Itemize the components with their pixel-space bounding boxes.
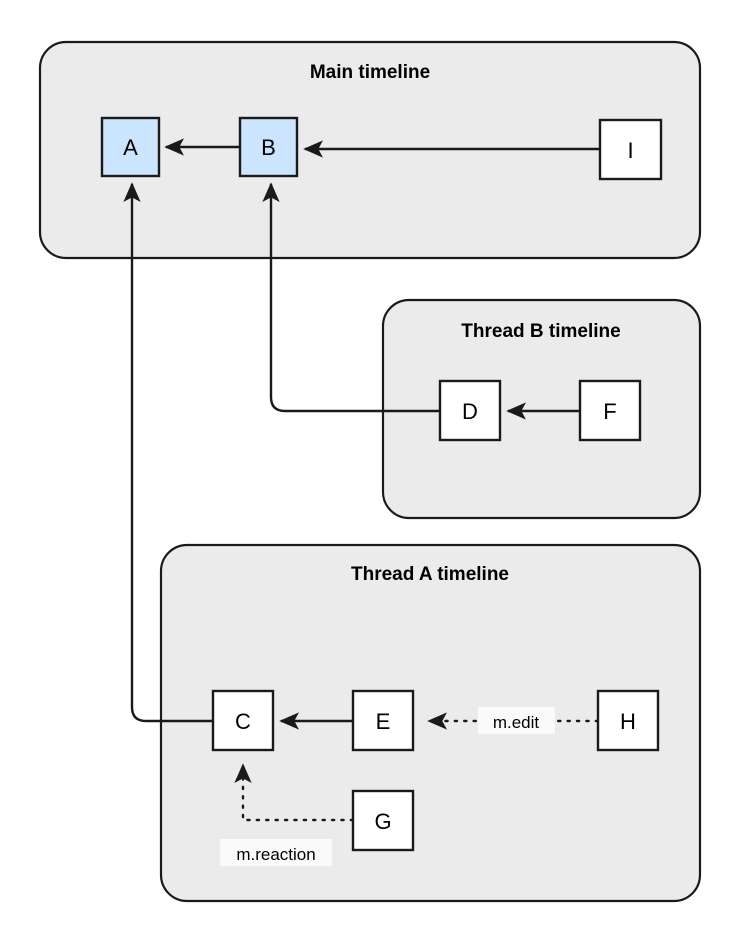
node-g-box[interactable] [351, 789, 415, 852]
node-d[interactable]: D [438, 379, 502, 442]
node-f-label: F [603, 399, 616, 424]
node-i-label: I [627, 138, 633, 163]
edge-label-m-edit: m.edit [478, 707, 555, 734]
group-thread-a-timeline-label: Thread A timeline [351, 564, 509, 585]
edge-label-m-reaction-text: m.reaction [236, 845, 315, 864]
node-g-label: G [374, 809, 391, 834]
node-b-box[interactable] [238, 116, 299, 178]
node-d-box[interactable] [438, 379, 502, 442]
edge-label-m-reaction-bg [220, 839, 332, 866]
node-c-label: C [235, 709, 251, 734]
edge-g-to-c [234, 763, 355, 822]
edge-label-m-edit-text: m.edit [493, 713, 540, 732]
node-h-label: H [620, 709, 636, 734]
node-c[interactable]: C [211, 689, 275, 752]
node-c-box[interactable] [211, 689, 275, 752]
edge-label-m-reaction: m.reaction [220, 839, 332, 866]
group-main-timeline-label: Main timeline [310, 62, 430, 83]
node-h[interactable]: H [596, 689, 660, 752]
node-g[interactable]: G [351, 789, 415, 852]
node-i-box[interactable] [598, 118, 663, 181]
node-f[interactable]: F [578, 379, 642, 442]
node-e-label: E [376, 709, 391, 734]
group-thread-b-timeline-box [381, 298, 702, 520]
node-f-box[interactable] [578, 379, 642, 442]
node-h-box[interactable] [596, 689, 660, 752]
group-thread-b-timeline-label: Thread B timeline [461, 321, 620, 342]
group-thread-b-timeline: Thread B timeline [381, 298, 702, 520]
edge-d-to-b [262, 182, 440, 413]
edge-label-m-edit-bg [478, 707, 555, 734]
node-b-label: B [261, 135, 276, 160]
node-a-label: A [123, 135, 138, 160]
node-e-box[interactable] [351, 689, 415, 752]
node-i[interactable]: I [598, 118, 663, 181]
node-a[interactable]: A [100, 116, 161, 178]
node-a-box[interactable] [100, 116, 161, 178]
node-b[interactable]: B [238, 116, 299, 178]
edge-c-to-a [123, 182, 213, 723]
node-d-label: D [462, 399, 478, 424]
node-e[interactable]: E [351, 689, 415, 752]
